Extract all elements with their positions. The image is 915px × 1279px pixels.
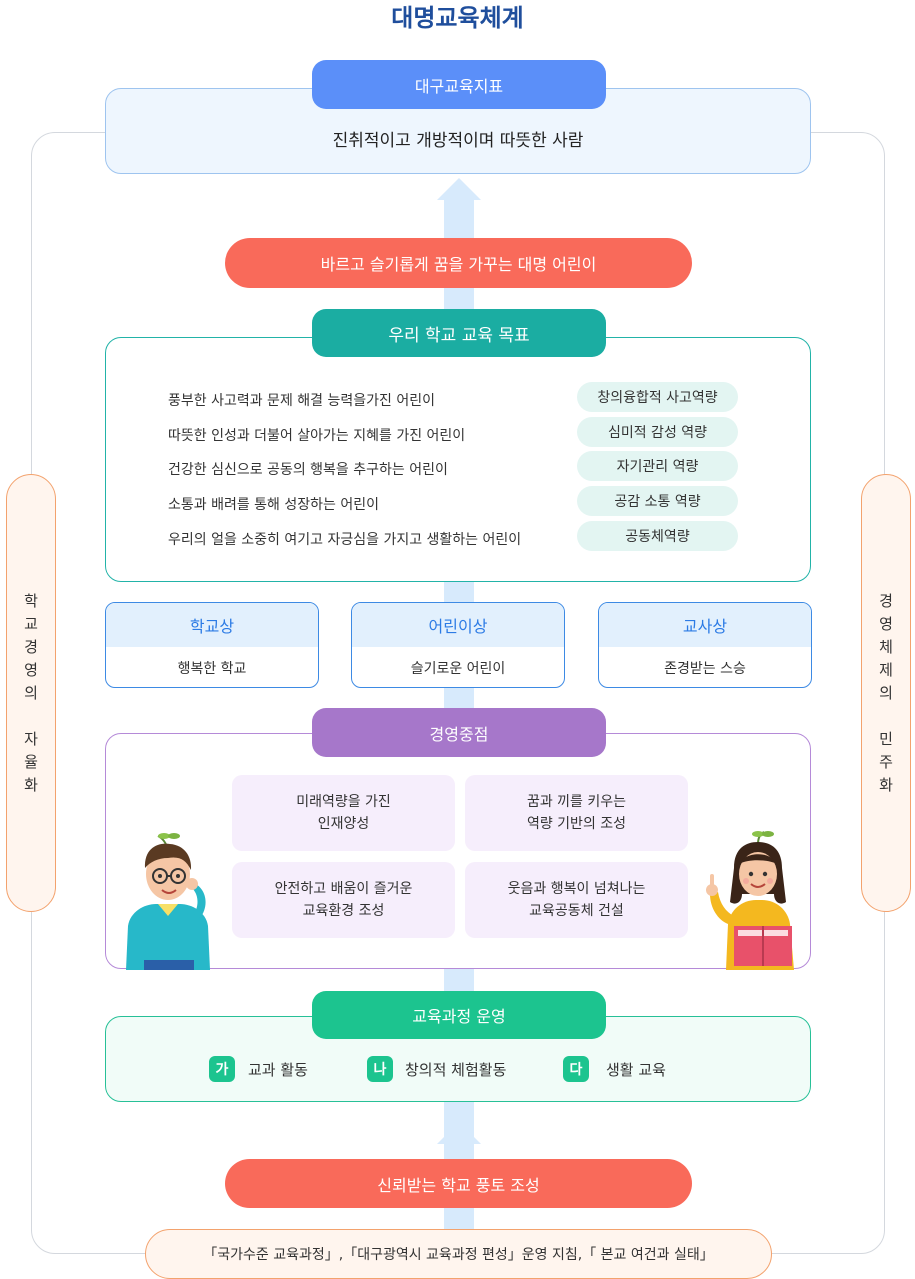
girl-illustration	[706, 831, 794, 970]
side-char: 경	[879, 591, 893, 610]
ideal-title: 교사상	[599, 603, 811, 647]
ideal-teacher-box: 교사상 존경받는 스승	[598, 602, 812, 688]
competency-pill: 자기관리 역량	[577, 451, 738, 481]
competency-pill: 심미적 감성 역량	[577, 417, 738, 447]
side-char: 영	[879, 614, 893, 633]
school-goal-item: 따뜻한 인성과 더불어 살아가는 지혜를 가진 어린이	[168, 428, 466, 444]
ideal-text: 슬기로운 어린이	[410, 661, 506, 677]
competency-pill: 공감 소통 역량	[577, 486, 738, 516]
school-goal-item: 풍부한 사고력과 문제 해결 능력을가진 어린이	[168, 393, 435, 409]
boy-illustration	[126, 833, 210, 970]
side-char: 민	[879, 729, 893, 748]
ideal-title: 학교상	[106, 603, 318, 647]
school-goal-item: 건강한 심신으로 공동의 행복을 추구하는 어린이	[168, 462, 448, 478]
side-char: 화	[24, 775, 38, 794]
competency-pill: 창의융합적 사고역량	[577, 382, 738, 412]
side-char: 의	[24, 683, 38, 702]
arrow-head-up-icon	[437, 1122, 481, 1144]
school-goal-item: 우리의 얼을 소중히 여기고 자긍심을 가지고 생활하는 어린이	[168, 532, 522, 548]
management-focus-box	[105, 733, 811, 969]
curriculum-label: 창의적 체험활동	[405, 1060, 507, 1079]
curriculum-tab: 교육과정 운영	[312, 991, 606, 1039]
side-char: 경	[24, 637, 38, 656]
ideal-child-box: 어린이상 슬기로운 어린이	[351, 602, 565, 688]
ideal-text: 행복한 학교	[177, 661, 247, 677]
left-side-label: 학 교 경 영 의 자 율 화	[6, 474, 56, 912]
ideal-school-box: 학교상 행복한 학교	[105, 602, 319, 688]
education-goal-tab: 대구교육지표	[312, 60, 606, 109]
right-side-label: 경 영 체 제 의 민 주 화	[861, 474, 911, 912]
focus-card: 미래역량을 가진 인재양성	[232, 775, 455, 851]
education-goal-text: 진취적이고 개방적이며 따뜻한 사람	[332, 130, 584, 151]
side-char: 주	[879, 752, 893, 771]
side-char: 율	[24, 752, 38, 771]
curriculum-badge: 가	[209, 1056, 235, 1082]
vision-pill: 바르고 슬기롭게 꿈을 가꾸는 대명 어린이	[225, 238, 692, 288]
basis-pill: 신뢰받는 학교 풍토 조성	[225, 1159, 692, 1208]
side-char: 학	[24, 591, 38, 610]
arrow-head-up-icon	[437, 178, 481, 200]
school-goals-tab: 우리 학교 교육 목표	[312, 309, 606, 357]
side-char: 제	[879, 660, 893, 679]
side-char: 자	[24, 729, 38, 748]
ideal-title: 어린이상	[352, 603, 564, 647]
side-char: 의	[879, 683, 893, 702]
focus-card: 웃음과 행복이 넘쳐나는 교육공동체 건설	[465, 862, 688, 938]
curriculum-label: 생활 교육	[606, 1060, 666, 1079]
side-char: 체	[879, 637, 893, 656]
curriculum-label: 교과 활동	[248, 1060, 308, 1079]
side-char: 교	[24, 614, 38, 633]
focus-card: 꿈과 끼를 키우는 역량 기반의 조성	[465, 775, 688, 851]
source-pill: 「국가수준 교육과정」,「대구광역시 교육과정 편성」운영 지침,「 본교 여건…	[145, 1229, 772, 1279]
ideal-text: 존경받는 스승	[664, 661, 746, 677]
school-goal-item: 소통과 배려를 통해 성장하는 어린이	[168, 497, 379, 513]
focus-card: 안전하고 배움이 즐거운 교육환경 조성	[232, 862, 455, 938]
page-title: 대명교육체계	[391, 3, 524, 32]
side-char: 영	[24, 660, 38, 679]
curriculum-badge: 나	[367, 1056, 393, 1082]
curriculum-badge: 다	[563, 1056, 589, 1082]
competency-pill: 공동체역량	[577, 521, 738, 551]
management-focus-tab: 경영중점	[312, 708, 606, 757]
side-char: 화	[879, 775, 893, 794]
